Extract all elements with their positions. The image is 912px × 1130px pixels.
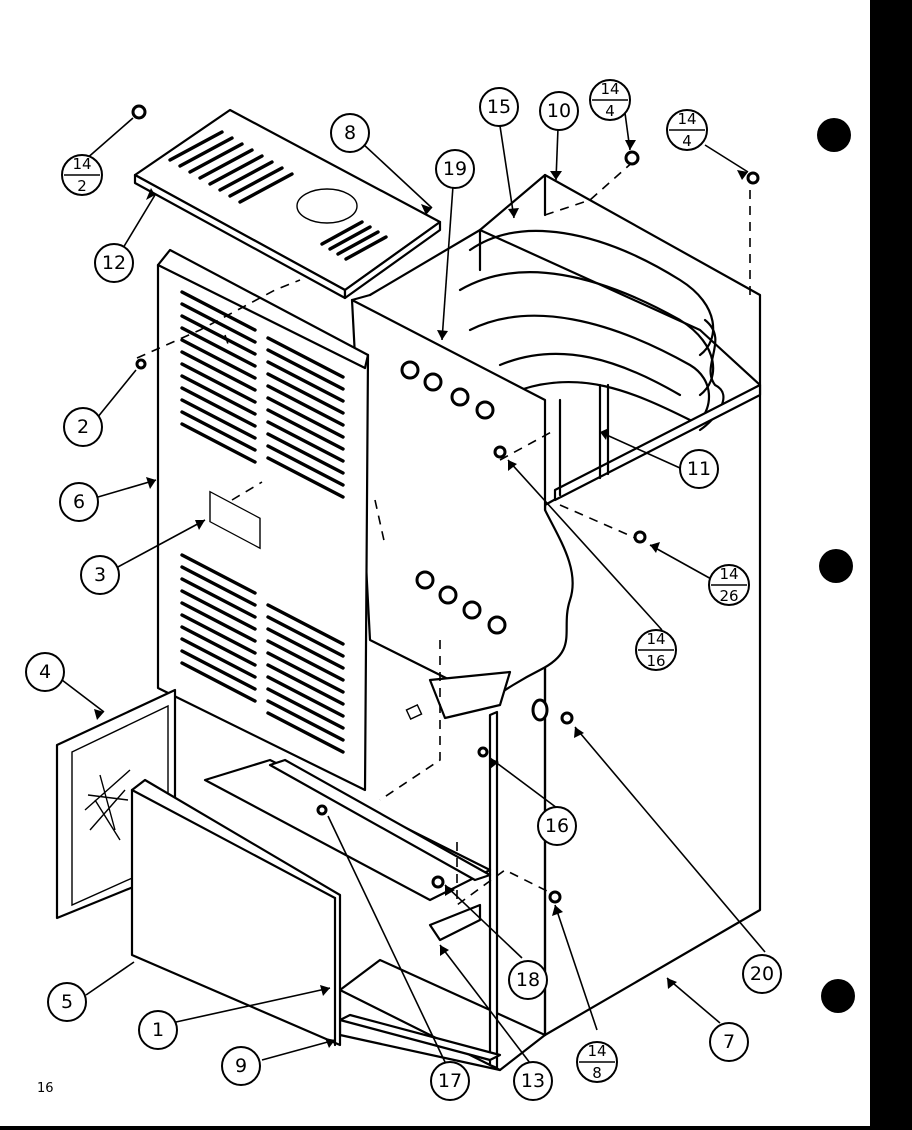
blower-shelf [203,670,512,902]
fraction-14-4-right-top: 14 [677,110,696,128]
callout-13: 13 [513,1061,553,1101]
inspection-hole [438,585,458,605]
callout-16: 16 [537,806,577,846]
fraction-14-26-top: 14 [719,565,738,583]
callout-9-label: 9 [235,1055,247,1077]
fraction-callout-14-8: 14 8 [576,1041,618,1083]
callout-1-label: 1 [152,1019,164,1041]
binder-hole-top [817,118,851,152]
callout-6: 6 [59,482,99,522]
upper-louvers-right [266,336,345,499]
inspection-hole [462,600,482,620]
fraction-14-16-bottom: 16 [646,652,665,670]
inspection-hole [487,615,507,635]
cabinet-side-panel [543,383,762,1037]
binder-hole-middle [819,549,853,583]
callout-12-label: 12 [102,252,126,274]
upper-louvers-left [180,290,257,464]
screw-18 [431,875,445,889]
top-cover-vent-right [320,220,388,261]
callout-1: 1 [138,1010,178,1050]
callout-2: 2 [63,407,103,447]
heat-exchanger-tubes [458,229,725,432]
callout-18: 18 [508,960,548,1000]
inspection-hole [415,570,435,590]
fraction-callout-14-4-right: 14 4 [666,109,708,151]
callout-5: 5 [47,982,87,1022]
callout-19: 19 [435,149,475,189]
callout-20-label: 20 [750,963,774,985]
burner-box-front-panel [350,228,574,702]
fraction-callout-14-26: 14 26 [708,564,750,606]
callout-3-label: 3 [94,564,106,586]
callout-16-label: 16 [545,815,569,837]
callout-8: 8 [330,113,370,153]
binder-hole-bottom [821,979,855,1013]
fraction-callout-14-4-left: 14 4 [589,79,631,121]
fraction-14-26-bottom: 26 [719,587,738,605]
callout-7: 7 [709,1022,749,1062]
fraction-callout-14-2: 14 2 [61,154,103,196]
callout-6-label: 6 [73,491,85,513]
callout-12: 12 [94,243,134,283]
inspection-hole [400,360,420,380]
bracket-13 [428,903,482,942]
fraction-14-4-right-bottom: 4 [682,132,692,150]
fraction-14-4-left-top: 14 [600,80,619,98]
fraction-14-8-bottom: 8 [592,1064,602,1082]
fraction-14-8-top: 14 [587,1042,606,1060]
fasteners [131,104,760,904]
inspection-hole [450,387,470,407]
front-corner-post [488,710,499,1070]
callout-4-label: 4 [39,661,51,683]
callout-7-label: 7 [723,1031,735,1053]
fraction-14-16-top: 14 [646,630,665,648]
callout-13-label: 13 [521,1070,545,1092]
top-cover-vent-left [168,130,294,204]
callout-4: 4 [25,652,65,692]
assembly-lines [136,159,751,907]
callout-2-label: 2 [77,416,89,438]
callout-18-label: 18 [516,969,540,991]
inspection-hole [423,372,443,392]
callout-3: 3 [80,555,120,595]
top-cover-panel [133,108,442,300]
callout-11: 11 [679,449,719,489]
callout-10: 10 [539,91,579,131]
callout-10-label: 10 [547,100,571,122]
page-number: 16 [37,1081,54,1096]
heat-exchanger-top-cover [478,173,762,387]
callout-20: 20 [742,954,782,994]
callout-9: 9 [221,1046,261,1086]
fraction-14-4-left-bottom: 4 [605,102,615,120]
callout-11-label: 11 [687,458,711,480]
fraction-14-2-top: 14 [72,155,91,173]
callout-17: 17 [430,1061,470,1101]
fraction-callout-14-16: 14 16 [635,629,677,671]
lower-louvers-right [266,603,345,754]
heat-exchanger-frame [553,383,762,502]
callout-5-label: 5 [61,991,73,1013]
callout-15-label: 15 [487,96,511,118]
bottom-door-panel [130,778,342,1047]
leader-arrowheads [94,140,748,1048]
bottom-rails [268,758,502,1062]
front-upper-panel [156,248,370,792]
callout-19-label: 19 [443,158,467,180]
callout-17-label: 17 [438,1070,462,1092]
lower-louvers-left [180,553,257,703]
fraction-14-2-bottom: 2 [77,177,87,195]
callout-15: 15 [479,87,519,127]
callout-8-label: 8 [344,122,356,144]
inspection-hole [475,400,495,420]
